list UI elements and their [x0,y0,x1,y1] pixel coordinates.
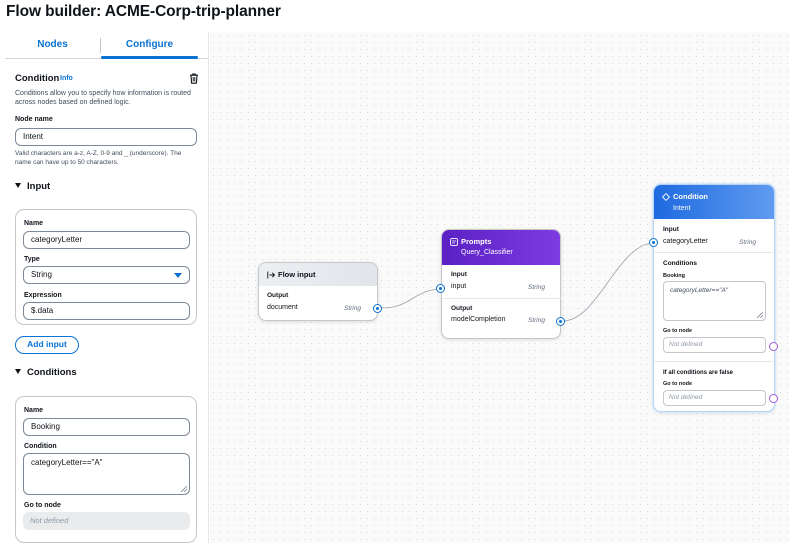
conditions-label: Conditions [663,260,697,267]
condition-diamond-icon [662,193,670,201]
conditions-section-label: Conditions [27,367,77,378]
prompts-header [442,230,560,265]
goto-node-input[interactable]: Not defined [663,337,766,353]
false-goto-node-label: Go to node [663,381,693,387]
resize-grip-icon[interactable] [757,312,763,318]
input-section-toggle[interactable]: Input [15,181,50,192]
config-panel: Nodes Configure Condition Info Condition… [5,32,209,543]
flow-input-port-name: document [267,304,298,311]
condition-description: Conditions allow you to specify how info… [15,90,191,106]
condition-divider [654,361,773,362]
node-name-hint: Valid characters are a-z, A-Z, 0-9 and _… [15,150,182,166]
condition-title: Condition [673,192,708,201]
conditions-section-toggle[interactable]: Conditions [15,367,77,378]
condition-input-name: categoryLetter [663,238,708,245]
booking-expression-text: categoryLetter=="A" [670,287,729,294]
prompts-output-type: String [528,317,545,324]
tab-nodes[interactable]: Nodes [37,39,68,50]
flow-input-output-port[interactable] [373,304,382,313]
flow-input-icon [267,271,275,279]
prompts-input-label: Input [451,271,467,278]
prompt-icon [450,238,458,246]
node-name-input[interactable]: Intent [15,128,197,146]
false-condition-label: If all conditions are false [663,370,734,376]
input-type-value: String [31,270,52,279]
flow-input-header [259,263,377,286]
flow-input-port-type: String [344,305,361,312]
booking-label: Booking [663,273,685,279]
flow-input-output-label: Output [267,292,289,299]
prompts-divider [442,298,561,299]
condition-name-input[interactable]: Booking [23,418,190,436]
expression-input[interactable]: $.data [23,302,190,320]
booking-expression[interactable]: categoryLetter=="A" [663,281,766,321]
caret-down-icon [15,369,21,374]
condition-subtitle: Intent [673,205,691,212]
node-name-label: Node name [15,116,53,123]
condition-node[interactable]: Condition Intent Input categoryLetter St… [653,184,775,412]
prompts-input-name: input [451,283,467,290]
trash-icon[interactable] [189,73,199,84]
condition-expression-textarea[interactable]: categoryLetter=="A" [23,453,190,495]
goto-node-label: Go to node [663,328,693,334]
flow-canvas[interactable]: Flow input Output document String Prompt… [210,32,789,543]
flow-input-title: Flow input [278,270,316,279]
expression-label: Expression [24,292,62,299]
condition-name-label: Name [24,407,44,414]
caret-down-icon [15,183,21,188]
prompts-output-name: modelCompletion [451,316,506,323]
prompts-subtitle: Query_Classifier [461,249,513,256]
prompts-node[interactable]: Prompts Query_Classifier Input input Str… [441,229,561,339]
info-link[interactable]: Info [60,75,73,82]
tab-configure[interactable]: Configure [125,39,174,50]
condition-expression-value: categoryLetter=="A" [31,458,103,467]
add-input-button[interactable]: Add input [15,336,79,354]
input-type-label: Type [24,256,40,263]
condition-card: Name Booking Condition categoryLetter=="… [15,396,197,543]
input-name-field[interactable]: categoryLetter [23,231,190,249]
chevron-down-icon [174,273,182,278]
condition-divider [654,252,773,253]
prompts-title: Prompts [461,237,492,246]
tab-separator [100,38,101,53]
input-card: Name categoryLetter Type String Expressi… [15,209,197,325]
input-type-select[interactable]: String [23,266,190,284]
condition-expression-label: Condition [24,443,57,450]
goto-node-label: Go to node [24,502,61,509]
condition-input-port[interactable] [649,238,658,247]
condition-input-type: String [739,239,756,246]
condition-header [654,185,774,219]
false-goto-node-input[interactable]: Not defined [663,390,766,406]
booking-output-port[interactable] [769,342,778,351]
resize-grip-icon[interactable] [181,486,187,492]
prompts-input-port[interactable] [436,284,445,293]
goto-node-input: Not defined [23,512,190,530]
condition-input-label: Input [663,226,679,233]
false-output-port[interactable] [769,394,778,403]
page-title: Flow builder: ACME-Corp-trip-planner [6,3,281,20]
input-name-label: Name [24,220,44,227]
flow-input-node[interactable]: Flow input Output document String [258,262,378,321]
panel-tabs: Nodes Configure [5,32,208,59]
prompts-output-label: Output [451,305,473,312]
prompts-input-type: String [528,284,545,291]
input-section-label: Input [27,181,51,192]
active-tab-indicator [101,56,198,59]
prompts-output-port[interactable] [556,317,565,326]
condition-heading: Condition [15,73,60,84]
